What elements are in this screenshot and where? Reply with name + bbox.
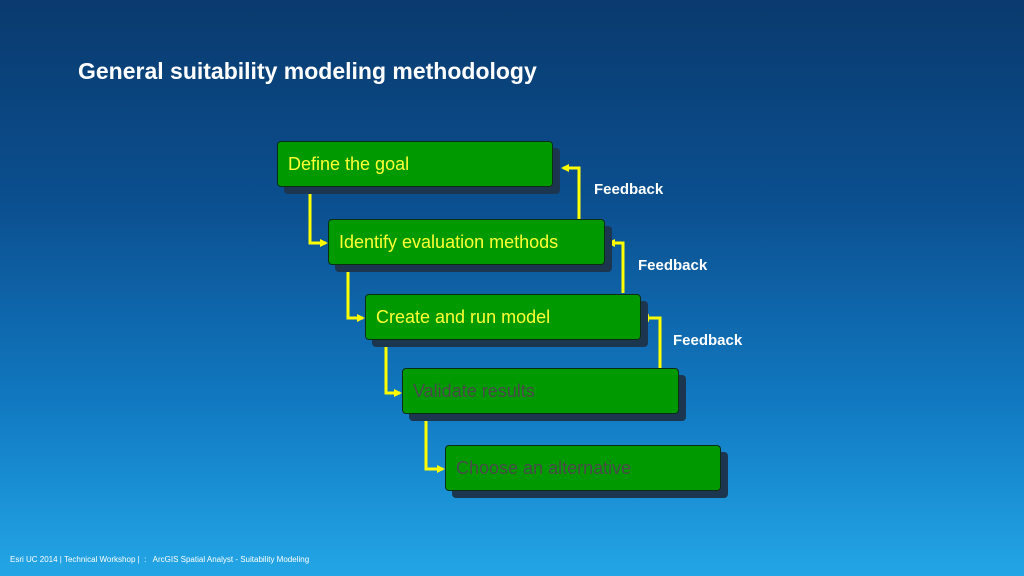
step-choose-alternative: Choose an alternative	[445, 445, 721, 491]
step-validate-results: Validate results	[402, 368, 679, 414]
step-label: Validate results	[413, 380, 535, 401]
feedback-arrow-3	[641, 314, 662, 368]
step-identify-methods: Identify evaluation methods	[328, 219, 605, 265]
slide-title: General suitability modeling methodology	[78, 58, 537, 84]
flow-arrow-2-3	[346, 268, 365, 322]
footer-right: ArcGIS Spatial Analyst - Suitability Mod…	[152, 555, 310, 564]
flow-arrow-1-2	[308, 190, 328, 247]
step-create-run-model: Create and run model	[365, 294, 641, 340]
step-define-goal: Define the goal	[277, 141, 553, 187]
feedback-label-2: Feedback	[638, 257, 708, 274]
feedback-arrow-2	[607, 239, 625, 293]
feedback-label-3: Feedback	[673, 332, 743, 349]
step-label: Define the goal	[288, 153, 410, 174]
step-label: Choose an alternative	[456, 457, 632, 478]
step-label: Identify evaluation methods	[339, 231, 559, 252]
footer-separator: :	[144, 555, 147, 564]
footer-left: Esri UC 2014 | Technical Workshop |	[10, 555, 140, 564]
step-label: Create and run model	[376, 306, 551, 327]
footer: Esri UC 2014 | Technical Workshop | : Ar…	[10, 555, 309, 564]
flow-arrow-4-5	[424, 417, 445, 473]
feedback-arrow-1	[561, 164, 581, 219]
feedback-label-1: Feedback	[594, 181, 664, 198]
flow-arrow-3-4	[384, 342, 402, 397]
